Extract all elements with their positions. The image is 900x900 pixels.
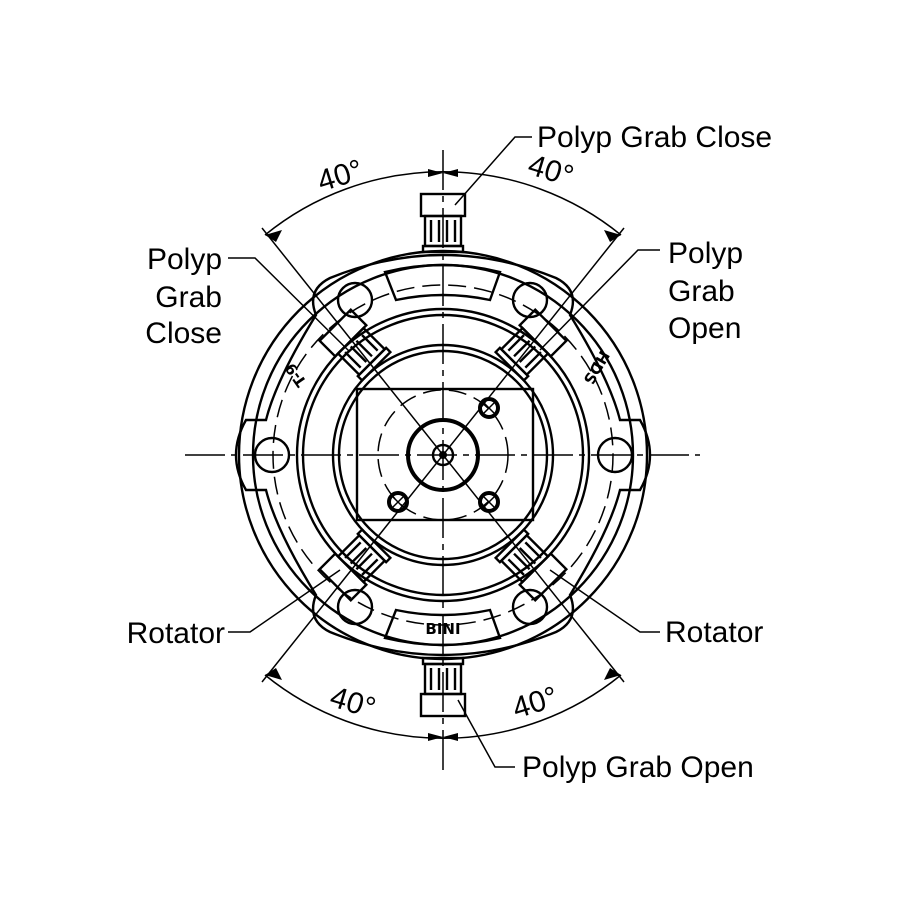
mounting-flange	[234, 253, 652, 657]
label-right-bottom: Rotator	[665, 616, 763, 649]
angle-bottom-right: 40°	[509, 681, 562, 726]
label-right-top-3: Open	[668, 312, 741, 345]
label-top: Polyp Grab Close	[537, 121, 772, 154]
label-bottom: Polyp Grab Open	[522, 751, 754, 784]
mounting-holes	[253, 281, 634, 626]
label-left-top-2: Grab	[155, 281, 222, 314]
engraving-t9: T-9	[281, 360, 310, 391]
hub	[406, 418, 480, 492]
center-plate	[355, 387, 535, 522]
leader-lines	[228, 136, 660, 768]
diag-axis	[261, 227, 625, 683]
label-right-top-2: Grab	[668, 275, 735, 308]
dimension-arcs	[264, 169, 622, 741]
angle-top-left: 40°	[314, 154, 367, 199]
label-left-bottom: Rotator	[127, 617, 225, 650]
engraving-hds: HDS	[580, 347, 613, 387]
label-right-top-1: Polyp	[668, 237, 743, 270]
label-left-top-3: Close	[145, 317, 222, 350]
label-left-top-1: Polyp	[147, 243, 222, 276]
engraving-bini: BINI	[425, 620, 460, 638]
angle-bottom-left: 40°	[326, 681, 379, 726]
